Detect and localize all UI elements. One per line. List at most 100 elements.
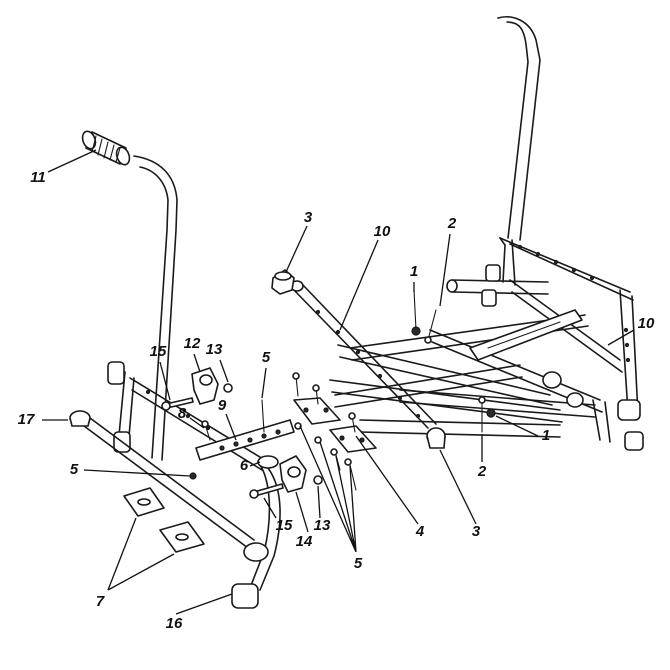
right-back-crossrail [451, 279, 549, 295]
bolt-15-top [161, 397, 194, 411]
screw-1-top [411, 289, 421, 336]
leader-15-bottom [263, 497, 277, 519]
right-rail-holes [517, 244, 631, 363]
callout-4: 4 [415, 523, 425, 540]
leader-13-top [219, 359, 229, 383]
right-front-cap-b [624, 431, 644, 451]
left-frame-assembly [69, 130, 323, 609]
leader-16 [175, 593, 233, 615]
clamp-12 [191, 367, 219, 405]
callout-16: 16 [166, 615, 183, 632]
right-end-post [619, 289, 639, 415]
screw-1-bottom [486, 408, 496, 418]
callout-10-right: 10 [638, 315, 655, 332]
callout-5-bottom: 5 [354, 555, 363, 572]
mount-plate-left [293, 397, 341, 425]
left-foot-cap-a [231, 583, 259, 609]
callout-17: 17 [18, 411, 35, 428]
callout-5-top: 5 [262, 349, 271, 366]
callout-11: 11 [30, 169, 46, 186]
callout-5-left: 5 [70, 461, 79, 478]
bolt-15-bottom [249, 483, 284, 499]
leader-8 [189, 417, 205, 429]
socket-b [481, 289, 497, 307]
callout-7: 7 [96, 593, 105, 610]
adjuster-bar [195, 419, 295, 461]
scissor-bar-d [337, 344, 553, 406]
leader-2-top [439, 233, 451, 307]
leader-9 [225, 413, 237, 441]
clamp-14 [279, 455, 307, 493]
center-axle [334, 364, 523, 408]
pin-2-bottom [478, 396, 486, 433]
callout-9: 9 [218, 397, 227, 414]
pin-8 [201, 420, 211, 441]
leader-1-bottom [495, 415, 539, 437]
lower-screws [294, 422, 357, 491]
leader-lines [42, 149, 635, 615]
right-mid-knob-2 [566, 392, 584, 408]
left-bottom-rail [83, 417, 255, 549]
callout-1-bottom: 1 [542, 427, 550, 444]
pin-2-top [424, 309, 437, 344]
leader-5-top [261, 367, 267, 399]
mount-plate-right [329, 425, 377, 453]
nut-13-bottom [313, 475, 323, 485]
callout-8: 8 [178, 405, 187, 422]
nut-13-top [223, 383, 233, 393]
upper-screws [292, 372, 356, 433]
left-foot-cap-b [243, 542, 269, 562]
right-front-post [592, 399, 611, 443]
callout-2-bottom: 2 [477, 463, 487, 480]
leader-11 [47, 149, 97, 173]
callout-13-top: 13 [206, 341, 223, 358]
scissor-bar-c [329, 379, 563, 423]
callout-2-top: 2 [447, 215, 457, 232]
right-handle-tube [497, 16, 541, 241]
front-long-tube-holes [315, 309, 421, 419]
left-handle-tube [133, 155, 178, 461]
strap-slot [487, 321, 561, 349]
callout-15-top: 15 [150, 343, 167, 360]
end-cap-bottom [426, 427, 446, 449]
bracket-7-b [159, 521, 205, 553]
knob-6 [257, 455, 279, 469]
leader-10-left [339, 239, 379, 331]
leader-5-bottom [299, 425, 357, 553]
leader-15-top [159, 361, 171, 401]
left-top-rail [129, 377, 269, 471]
leader-7 [107, 517, 175, 591]
socket-a [485, 264, 501, 282]
callout-6: 6 [240, 457, 249, 474]
leader-13-bottom [317, 485, 321, 519]
screw-5-vertical [261, 399, 265, 433]
slotted-strap [469, 309, 583, 361]
leader-5-left [83, 469, 191, 477]
center-axle-2 [359, 419, 561, 438]
front-long-tube [290, 280, 561, 438]
leader-14 [295, 491, 309, 533]
end-cap-top [271, 269, 295, 295]
callout-labels: 11 3 10 2 1 10 15 12 13 5 17 8 9 6 1 5 2… [18, 169, 655, 632]
right-front-cap-a [617, 399, 641, 421]
callout-3-bottom: 3 [472, 523, 481, 540]
right-mid-knob [542, 371, 562, 389]
leader-4 [355, 435, 419, 525]
callout-10-left: 10 [374, 223, 391, 240]
leader-10-right [607, 329, 635, 346]
leader-3-bottom [439, 449, 477, 525]
right-upright [499, 237, 516, 286]
right-back-crossrail-end [446, 279, 458, 293]
leader-12 [193, 353, 201, 373]
callout-13-bottom: 13 [314, 517, 331, 534]
callout-1-top: 1 [410, 263, 418, 280]
end-plug-17 [69, 410, 91, 427]
front-long-tube-body [291, 283, 437, 429]
callout-3-top: 3 [304, 209, 313, 226]
leader-3-top [285, 225, 308, 273]
leader-6 [249, 461, 261, 467]
callout-15-bottom: 15 [276, 517, 293, 534]
handle-grip [81, 130, 131, 166]
bracket-7-a [123, 487, 165, 517]
